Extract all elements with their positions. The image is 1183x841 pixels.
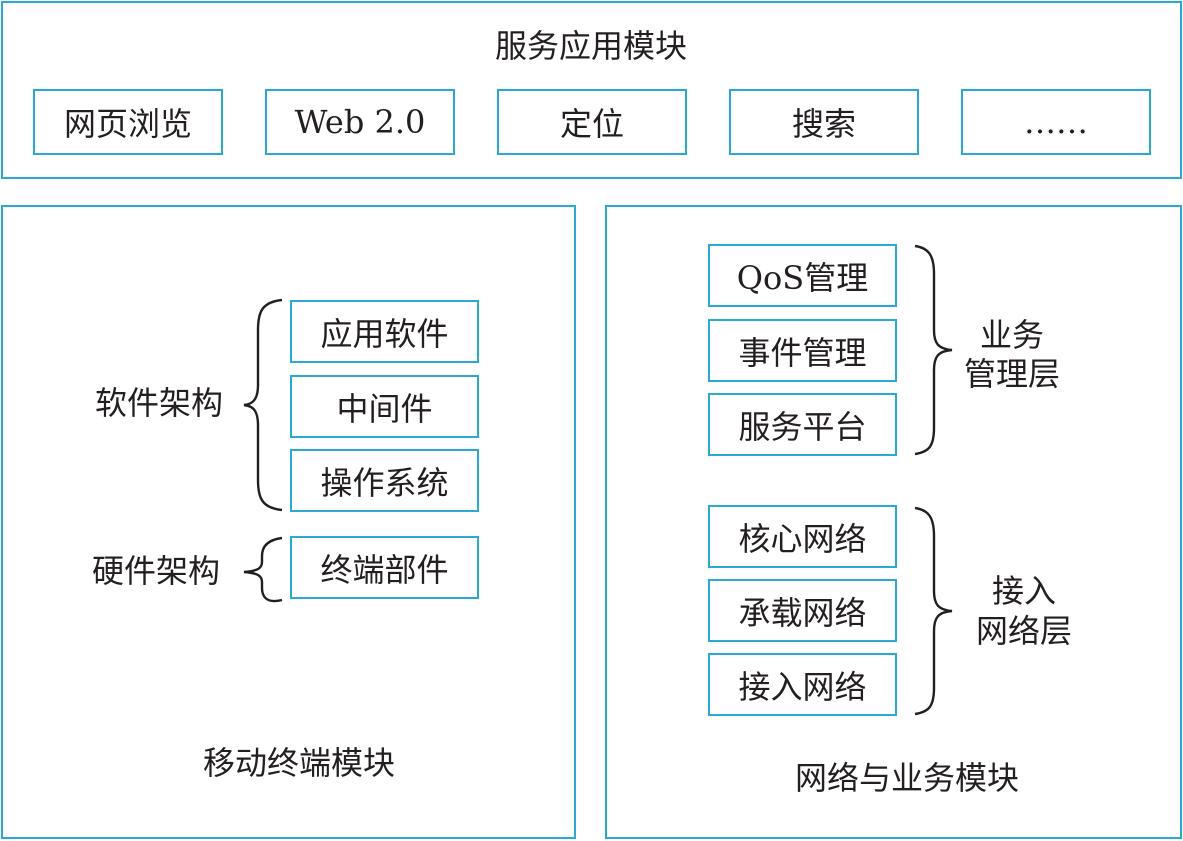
service-item-web20: Web 2.0 [265, 89, 455, 155]
software-item-os: 操作系统 [290, 449, 479, 512]
software-brace [243, 298, 283, 512]
software-item-application: 应用软件 [290, 300, 479, 363]
service-module-title: 服务应用模块 [494, 27, 687, 65]
business-brace [914, 244, 953, 456]
service-item-web-browsing: 网页浏览 [33, 89, 223, 155]
business-layer-label-line1: 业务 [979, 316, 1044, 354]
mobile-module-title: 移动终端模块 [202, 744, 395, 782]
hardware-item-terminal-parts: 终端部件 [290, 536, 479, 599]
access-item-access-network: 接入网络 [708, 653, 897, 716]
access-item-core-network: 核心网络 [708, 505, 897, 568]
network-module-title: 网络与业务模块 [794, 759, 1019, 797]
software-item-middleware: 中间件 [290, 375, 479, 438]
business-item-qos: QoS管理 [708, 244, 897, 307]
service-item-location: 定位 [497, 89, 687, 155]
business-layer-label-line2: 管理层 [963, 355, 1060, 393]
access-item-bearer-network: 承载网络 [708, 579, 897, 642]
business-item-event: 事件管理 [708, 319, 897, 382]
access-layer-label-line2: 网络层 [975, 612, 1072, 650]
service-module-frame [1, 1, 1182, 179]
service-item-search: 搜索 [729, 89, 919, 155]
business-item-service-platform: 服务平台 [708, 393, 897, 456]
software-architecture-label: 软件架构 [95, 384, 224, 422]
access-layer-label-line1: 接入 [991, 572, 1056, 610]
hardware-brace [243, 536, 283, 603]
hardware-architecture-label: 硬件架构 [92, 552, 221, 590]
access-brace [914, 506, 953, 716]
service-item-more: …… [961, 89, 1151, 155]
network-module-frame [605, 205, 1182, 839]
mobile-module-frame [1, 205, 576, 839]
